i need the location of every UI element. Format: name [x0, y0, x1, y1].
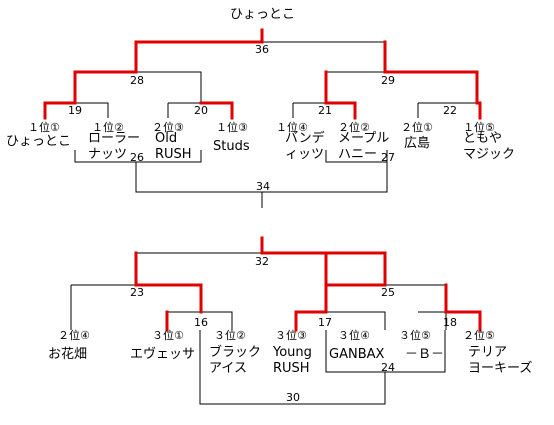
match-number-28: 28 [130, 74, 144, 87]
win-path-21 [324, 70, 357, 120]
team-name: Old RUSH [155, 131, 192, 162]
seed-label: ３位⑤ [399, 329, 431, 342]
team-name: テリア ヨーキーズ [468, 345, 533, 376]
line-losers-27 [325, 150, 388, 163]
match-number-30: 30 [286, 391, 300, 404]
team-name: お花畑 [48, 347, 88, 362]
win-path-29 [383, 70, 479, 105]
match-number-25: 25 [381, 286, 395, 299]
seed-label: ２位① [401, 121, 433, 134]
win-path-champion [134, 28, 264, 74]
seed-label: １位① [28, 121, 60, 134]
seed-label: ２位④ [58, 329, 90, 342]
match-number-19: 19 [68, 104, 82, 117]
match-number-17: 17 [318, 316, 332, 329]
team-name: Young RUSH [273, 345, 312, 376]
team-name: メープル ハニー [338, 131, 390, 162]
line-losers-26 [74, 150, 202, 163]
match-number-27: 27 [381, 151, 395, 164]
seed-label: ２位③ [152, 121, 184, 134]
team-name: 広島 [404, 136, 431, 151]
seed-label: １位② [92, 121, 124, 134]
team-name: GANBAX [329, 347, 385, 362]
match-number-16: 16 [194, 316, 208, 329]
seed-label: ３位② [214, 329, 246, 342]
line-losers-30 [199, 330, 386, 405]
seed-label: ３位③ [275, 329, 307, 342]
champion-label: ひょっとこ [230, 7, 296, 22]
seed-label: １位⑤ [463, 121, 495, 134]
win-path-17 [294, 283, 328, 332]
match-number-24: 24 [381, 361, 395, 374]
line-match-18 [418, 311, 447, 330]
seed-label: １位④ [276, 121, 308, 134]
team-name: バンデ ィッツ [285, 131, 325, 162]
match-number-32: 32 [255, 255, 269, 268]
seed-label: ２位⑤ [463, 329, 495, 342]
win-path-18 [444, 283, 482, 332]
win-path-19 [43, 101, 77, 120]
line-semi-29 [326, 71, 478, 103]
team-name: ローラー ナッツ [88, 131, 141, 162]
win-path-20 [199, 101, 234, 120]
team-name: エヴェッサ [130, 347, 196, 362]
match-number-29: 29 [381, 74, 395, 87]
team-name: －Ｂ－ [405, 347, 445, 362]
match-number-34: 34 [256, 180, 270, 193]
team-name: ひょっとこ [6, 134, 72, 149]
seed-label: ３位④ [338, 329, 370, 342]
match-number-23: 23 [130, 286, 144, 299]
team-name: ともや マジック [463, 131, 516, 162]
team-name: ブラック アイス [209, 345, 262, 376]
team-name: Studs [213, 139, 250, 154]
win-path-23 [134, 251, 203, 314]
match-number-22: 22 [443, 104, 457, 117]
win-path-28 [73, 70, 138, 105]
seed-label: ２位② [338, 121, 370, 134]
win-path-22 [475, 101, 482, 120]
match-number-26: 26 [130, 151, 144, 164]
line-match-16 [167, 311, 233, 330]
match-number-20: 20 [194, 104, 208, 117]
seed-label: １位③ [216, 121, 248, 134]
win-path-32 [260, 236, 387, 287]
seed-label: ３位① [152, 329, 184, 342]
match-number-21: 21 [318, 104, 332, 117]
match-number-18: 18 [443, 316, 457, 329]
line-losers-34 [135, 162, 388, 208]
win-path-25 [324, 251, 387, 287]
line-match-17 [326, 311, 386, 330]
match-number-36: 36 [255, 43, 269, 56]
